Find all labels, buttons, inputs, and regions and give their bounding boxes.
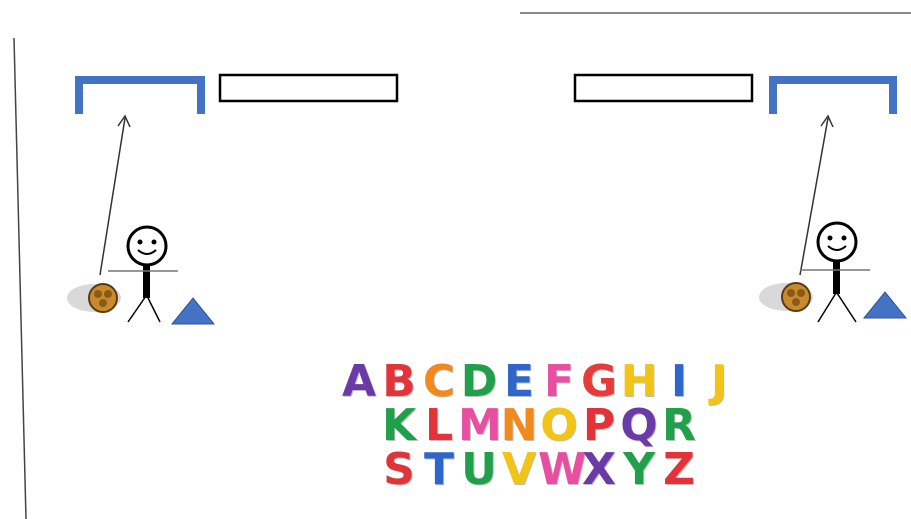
letter-i: I bbox=[658, 360, 698, 404]
letter-o: O bbox=[538, 404, 578, 448]
right-ball-icon bbox=[759, 283, 813, 311]
letter-e: E bbox=[498, 360, 538, 404]
left-cone-triangle-icon bbox=[172, 298, 214, 324]
letter-z: Z bbox=[658, 448, 698, 492]
right-cone-triangle-icon bbox=[864, 292, 906, 318]
letter-d: D bbox=[458, 360, 498, 404]
letter-u: U bbox=[458, 448, 498, 492]
letter-p: P bbox=[578, 404, 618, 448]
left-bench-rect bbox=[220, 75, 397, 101]
letter-c: C bbox=[418, 360, 458, 404]
letter-l: L bbox=[418, 404, 458, 448]
left-ball-icon bbox=[67, 284, 121, 312]
letter-t: T bbox=[418, 448, 458, 492]
left-border-line bbox=[14, 38, 26, 519]
letter-w: W bbox=[538, 448, 578, 492]
letter-b: B bbox=[378, 360, 418, 404]
left-goal-icon bbox=[75, 76, 205, 114]
letter-x: X bbox=[578, 448, 618, 492]
letter-h: H bbox=[618, 360, 658, 404]
letter-j: J bbox=[698, 360, 738, 404]
alphabet-row-1: A B C D E F G H I J bbox=[318, 360, 758, 404]
alphabet-row-2: K L M N O P Q R bbox=[318, 404, 758, 448]
letter-v: V bbox=[498, 448, 538, 492]
letter-a: A bbox=[338, 360, 378, 404]
letter-k: K bbox=[378, 404, 418, 448]
alphabet-letters: A B C D E F G H I J K L M N O P Q R S T … bbox=[318, 360, 758, 500]
letter-n: N bbox=[498, 404, 538, 448]
letter-m: M bbox=[458, 404, 498, 448]
letter-y: Y bbox=[618, 448, 658, 492]
letter-f: F bbox=[538, 360, 578, 404]
right-goal-icon bbox=[769, 76, 897, 114]
left-player-stick-figure-icon bbox=[108, 227, 178, 322]
alphabet-row-3: S T U V W X Y Z bbox=[318, 448, 758, 492]
letter-s: S bbox=[378, 448, 418, 492]
letter-r: R bbox=[658, 404, 698, 448]
right-bench-rect bbox=[575, 75, 752, 101]
right-player-stick-figure-icon bbox=[800, 223, 870, 322]
letter-g: G bbox=[578, 360, 618, 404]
letter-q: Q bbox=[618, 404, 658, 448]
left-shot-arrow bbox=[100, 116, 130, 275]
